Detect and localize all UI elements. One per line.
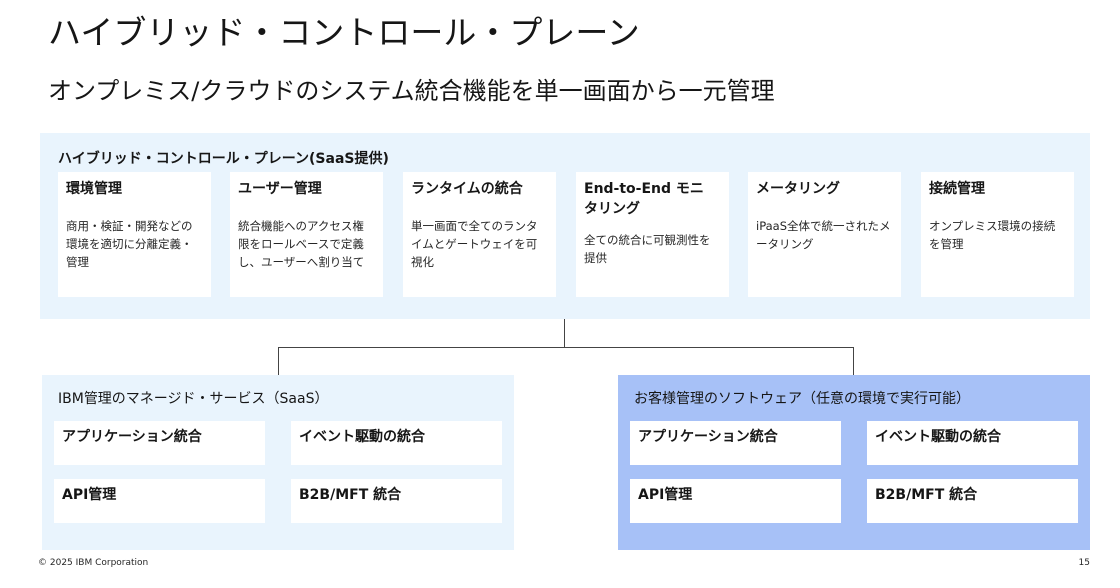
card-title: ランタイムの統合 xyxy=(411,181,523,197)
control-plane-panel xyxy=(40,133,1090,319)
card-description: 単一画面で全てのランタイムとゲートウェイを可視化 xyxy=(411,219,538,269)
card-environment-management: 環境管理 商用・検証・開発などの環境を適切に分離定義・管理 xyxy=(58,172,211,297)
card-description: オンプレミス環境の接続を管理 xyxy=(929,219,1056,251)
card-description: 商用・検証・開発などの環境を適切に分離定義・管理 xyxy=(66,219,193,269)
customer-section-heading: お客様管理のソフトウェア（任意の環境で実行可能） xyxy=(634,391,970,407)
connector-vertical-main xyxy=(564,319,565,347)
card-runtime-integration: ランタイムの統合 単一画面で全てのランタイムとゲートウェイを可視化 xyxy=(403,172,556,297)
connector-right-drop xyxy=(853,347,854,375)
card-connection-management: 接続管理 オンプレミス環境の接続を管理 xyxy=(921,172,1074,297)
saas-app-integration: アプリケーション統合 xyxy=(54,421,265,465)
connector-left-drop xyxy=(278,347,279,375)
card-description: 統合機能へのアクセス権限をロールベースで定義し、ユーザーへ割り当て xyxy=(238,219,365,269)
customer-b2b-mft: B2B/MFT 統合 xyxy=(867,479,1078,523)
card-end-to-end-monitoring: End-to-End モニタリング 全ての統合に可観測性を提供 xyxy=(576,172,729,297)
card-title: 環境管理 xyxy=(66,181,122,197)
card-title: メータリング xyxy=(756,181,840,197)
card-title: End-to-End モニタリング xyxy=(584,181,704,217)
saas-b2b-mft: B2B/MFT 統合 xyxy=(291,479,502,523)
slide-subtitle: オンプレミス/クラウドのシステム統合機能を単一画面から一元管理 xyxy=(48,77,775,105)
page-number: 15 xyxy=(1078,558,1090,568)
connector-horizontal xyxy=(278,347,854,348)
slide-title: ハイブリッド・コントロール・プレーン xyxy=(48,13,640,52)
card-description: iPaaS全体で統一されたメータリング xyxy=(756,219,891,251)
card-description: 全ての統合に可観測性を提供 xyxy=(584,233,711,265)
saas-event-integration: イベント駆動の統合 xyxy=(291,421,502,465)
card-title: ユーザー管理 xyxy=(238,181,322,197)
customer-api-management: API管理 xyxy=(630,479,841,523)
card-user-management: ユーザー管理 統合機能へのアクセス権限をロールベースで定義し、ユーザーへ割り当て xyxy=(230,172,383,297)
footer-copyright: © 2025 IBM Corporation xyxy=(38,558,149,568)
customer-app-integration: アプリケーション統合 xyxy=(630,421,841,465)
card-title: 接続管理 xyxy=(929,181,985,197)
card-metering: メータリング iPaaS全体で統一されたメータリング xyxy=(748,172,901,297)
customer-event-integration: イベント駆動の統合 xyxy=(867,421,1078,465)
saas-api-management: API管理 xyxy=(54,479,265,523)
control-plane-heading: ハイブリッド・コントロール・プレーン(SaaS提供) xyxy=(58,151,389,167)
saas-section-heading: IBM管理のマネージド・サービス（SaaS） xyxy=(58,391,329,407)
